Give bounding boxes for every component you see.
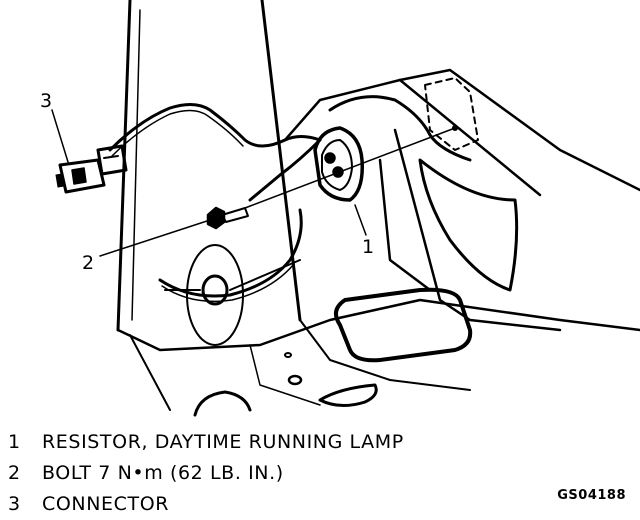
rectangular-opening (334, 287, 473, 363)
legend-item: 3 CONNECTOR (8, 488, 608, 519)
mount-bracket (164, 244, 301, 346)
lower-ledge (116, 298, 640, 411)
bolt-component (206, 206, 249, 230)
oval-slot (318, 383, 378, 407)
callout-1: 1 (362, 236, 375, 258)
small-hole (284, 352, 292, 358)
resistor-component (313, 126, 364, 202)
callout-2: 2 (82, 252, 95, 274)
legend-number: 2 (8, 461, 21, 484)
parts-legend: 1 RESISTOR, DAYTIME RUNNING LAMP 2 BOLT … (8, 426, 608, 519)
legend-item: 1 RESISTOR, DAYTIME RUNNING LAMP (8, 426, 608, 457)
figure-code: GS04188 (557, 488, 626, 503)
vertical-pillar (116, 0, 302, 332)
line-illustration (51, 0, 640, 417)
panel-opening (418, 158, 519, 292)
dashed-outline (424, 77, 479, 151)
leader-2 (99, 127, 456, 257)
legend-text: BOLT 7 N•m (62 LB. IN.) (42, 461, 284, 484)
leader-1 (354, 204, 367, 236)
legend-number: 1 (8, 430, 21, 453)
legend-text: RESISTOR, DAYTIME RUNNING LAMP (42, 430, 404, 453)
leader-lines (51, 109, 456, 257)
small-hole (287, 374, 303, 386)
connector-component (55, 144, 128, 194)
legend-item: 2 BOLT 7 N•m (62 LB. IN.) (8, 457, 608, 488)
leader-dot (452, 125, 458, 131)
body-panels (283, 68, 640, 332)
legend-text: CONNECTOR (42, 492, 170, 515)
wiring-harness (108, 95, 472, 303)
leader-3 (51, 109, 69, 163)
callout-3: 3 (40, 90, 53, 112)
legend-number: 3 (8, 492, 21, 515)
bottom-arc (193, 390, 252, 417)
